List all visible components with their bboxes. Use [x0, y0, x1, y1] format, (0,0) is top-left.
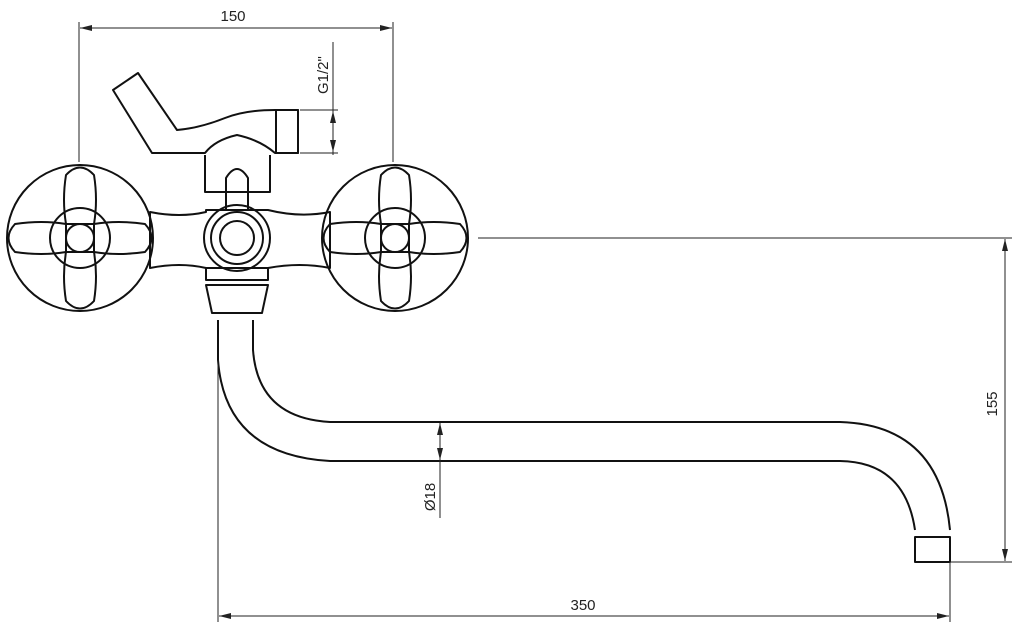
shower-diverter-outlet [112, 72, 299, 210]
dimension-150: 150 [78, 8, 394, 162]
dimension-label-diameter: Ø18 [422, 483, 439, 511]
dimension-350: 350 [217, 360, 951, 622]
dimension-label-height: 155 [984, 391, 1001, 416]
dimension-thread: G1/2" [300, 42, 338, 155]
dimension-label-thread: G1/2" [315, 56, 332, 94]
dimension-diameter: Ø18 [422, 423, 443, 518]
dimension-label-length: 350 [570, 597, 595, 614]
mixer-body [149, 204, 331, 314]
spout [217, 320, 951, 563]
right-cross-handle [321, 164, 469, 312]
left-cross-handle [6, 164, 154, 312]
dimension-label-width: 150 [220, 8, 245, 25]
dimension-155: 155 [478, 237, 1012, 563]
